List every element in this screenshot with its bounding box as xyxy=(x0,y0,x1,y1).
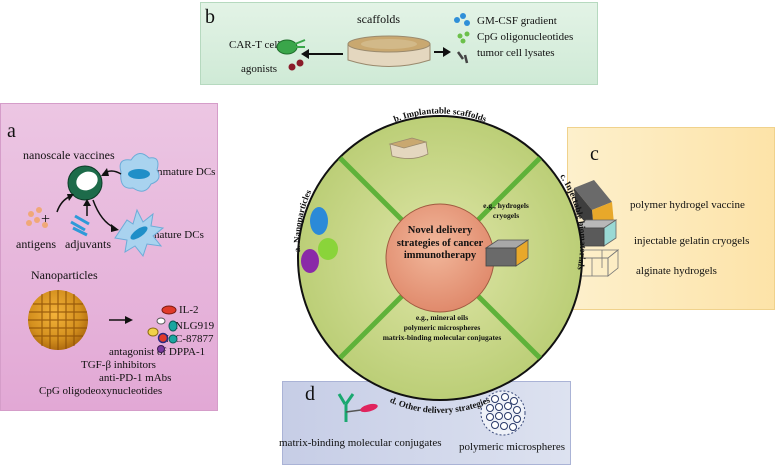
quadrant-label-left: a. Nanoparticles xyxy=(292,188,314,253)
agonists-label: agonists xyxy=(241,63,278,75)
car-t-cell-icon xyxy=(276,39,306,55)
polymeric-microspheres-label: polymeric microspheres xyxy=(459,441,565,453)
panel-d-other-strategies: d matrix-binding molecular conjugates po… xyxy=(279,381,571,465)
polymer-hydrogel-vaccine-label: polymer hydrogel vaccine xyxy=(630,199,745,211)
cpg-oligonucleotides-label: CpG oligonucleotides xyxy=(477,31,574,43)
injectable-gelatin-cryogels-label: injectable gelatin cryogels xyxy=(634,235,750,247)
antigens-label: antigens xyxy=(16,237,56,251)
immature-dc-icon xyxy=(119,153,160,192)
assembly-arrow-icon xyxy=(56,194,91,216)
right-arrow-icon xyxy=(434,47,451,57)
tumor-lysate-icon xyxy=(456,51,469,64)
injectable-example-2: cryogels xyxy=(492,210,520,220)
immature-dcs-label: immature DCs xyxy=(151,166,216,178)
polymeric-microsphere-icon xyxy=(480,390,526,436)
center-title-line-3: immunotherapy xyxy=(403,250,477,262)
nanoparticles-label: Nanoparticles xyxy=(31,268,98,282)
quadrant-label-top: b. Implantable scaffolds xyxy=(392,105,488,124)
panel-a-letter: a xyxy=(7,120,16,142)
mature-dcs-label: mature DCs xyxy=(151,229,204,241)
scaffolds-label: scaffolds xyxy=(357,12,401,26)
other-example-3: matrix-binding molecular conjugates xyxy=(382,332,502,342)
payload-icons xyxy=(147,305,178,353)
other-example-2: polymeric microspheres xyxy=(403,322,481,332)
left-arrow-icon xyxy=(301,49,343,59)
scaffold-disc-icon xyxy=(347,35,431,67)
nanoparticle-sphere-icon xyxy=(28,290,88,350)
panel-a-nanoparticles: a nanoscale vaccines immature DCs mature… xyxy=(0,103,218,411)
nsc-87877-label: NSC-87877 xyxy=(161,333,214,345)
anti-pd-1-label: anti-PD-1 mAbs xyxy=(99,372,172,384)
cpg-odn-label: CpG oligodeoxynucleotides xyxy=(39,385,163,397)
adjuvants-label: adjuvants xyxy=(65,237,111,251)
il2-label: IL-2 xyxy=(179,304,199,316)
center-title-line-2: strategies of cancer xyxy=(396,237,484,249)
nlg919-label: NLG919 xyxy=(175,320,215,332)
car-t-cells-label: CAR-T cells xyxy=(229,39,285,51)
cpg-dots-icon xyxy=(457,31,470,44)
nanoscale-vaccines-label: nanoscale vaccines xyxy=(23,148,115,162)
circle-scaffold-icon xyxy=(388,137,429,159)
injectable-examples: e.g., hydrogels cryogels xyxy=(464,201,548,221)
center-title-line-1: Novel delivery xyxy=(407,225,473,236)
agonist-dots-icon xyxy=(288,59,304,71)
strategy-circle xyxy=(297,115,583,401)
other-example-1: e.g., mineral oils xyxy=(415,313,469,322)
mature-dc-icon xyxy=(114,208,165,258)
injectable-example-1: e.g., hydrogels xyxy=(483,201,529,210)
center-title: Novel delivery strategies of cancer immu… xyxy=(388,225,492,263)
matrix-conjugate-icon xyxy=(337,393,378,422)
gm-csf-label: GM-CSF gradient xyxy=(477,15,557,27)
tumor-lysates-label: tumor cell lysates xyxy=(477,47,555,59)
panel-c-injectable-biomaterials: c polymer hydrogel vaccine injectable ge… xyxy=(567,127,775,310)
alginate-hydrogel-icon xyxy=(570,249,620,277)
nanoscale-vaccine-icon xyxy=(67,165,103,201)
panel-c-letter: c xyxy=(590,143,599,165)
maturation-arrow-icon xyxy=(92,199,119,232)
panel-b-letter: b xyxy=(205,6,215,28)
dppa-1-antagonist-label: antagonist of DPPA-1 xyxy=(109,346,206,358)
gelatin-cryogel-icon xyxy=(572,219,618,247)
panel-b-implantable-scaffolds: b scaffolds CAR-T cells agonists GM-CSF … xyxy=(200,2,598,85)
circle-nanoparticle-icons xyxy=(301,207,338,273)
plus-sign: + xyxy=(41,211,51,228)
gm-csf-dots-icon xyxy=(454,13,470,26)
dc-uptake-arrow-icon xyxy=(101,168,122,176)
tgf-beta-inhibitors-label: TGF-β inhibitors xyxy=(81,359,156,371)
matrix-binding-conjugates-label: matrix-binding molecular conjugates xyxy=(279,437,442,449)
other-examples: e.g., mineral oils polymeric microsphere… xyxy=(360,313,524,342)
alginate-hydrogels-label: alginate hydrogels xyxy=(636,265,717,277)
circle-cryogel-icon xyxy=(484,239,530,267)
adjuvant-rods-icon xyxy=(70,214,90,237)
release-arrow-icon xyxy=(109,316,133,324)
antigen-dots-icon xyxy=(26,207,48,228)
